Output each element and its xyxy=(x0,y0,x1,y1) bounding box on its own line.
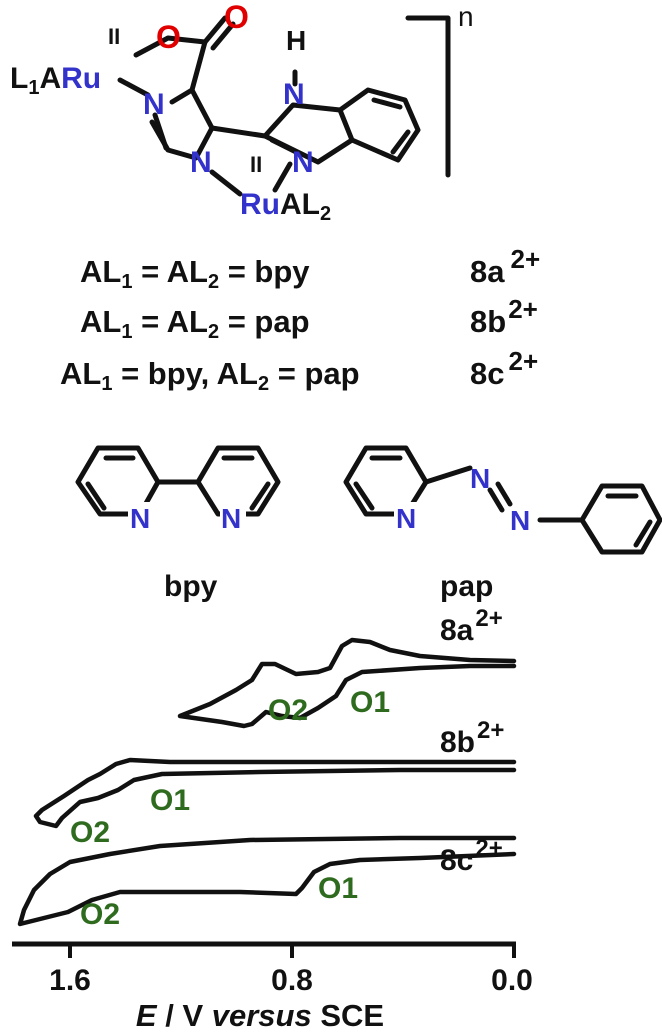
atom-n-1: N xyxy=(143,88,165,121)
bond-c-ring xyxy=(189,39,208,93)
pap-c-n xyxy=(423,465,473,485)
benzene-double-2 xyxy=(390,129,411,155)
charge-bracket xyxy=(405,15,451,178)
bond-ru-o xyxy=(133,35,208,58)
pap-n-pyridine: N xyxy=(396,503,416,534)
trace-8c-peak-o2: O2 xyxy=(80,898,120,931)
bond-n-ru2 xyxy=(209,169,243,197)
trace-8b-peak-o2: O2 xyxy=(70,816,110,849)
atom-n-2: N xyxy=(190,146,212,179)
pap-n-mask xyxy=(394,502,420,532)
bpy-ring-right xyxy=(195,445,281,517)
ru-right-oxidation: II xyxy=(250,152,262,177)
bpy-n-left: N xyxy=(130,503,150,534)
cv-trace-8a xyxy=(177,637,517,729)
benzene-double-1 xyxy=(371,97,403,110)
atom-o-left: O xyxy=(156,19,181,55)
trace-8b-label: 8b2+ xyxy=(440,717,504,759)
trace-8a-peak-o2: O2 xyxy=(268,694,308,727)
assignment-2-formula: AL1 = AL2 = pap xyxy=(80,304,310,343)
assignment-1-formula: AL1 = AL2 = bpy xyxy=(80,254,310,293)
atom-o-right: O xyxy=(224,0,249,35)
cv-trace-8c xyxy=(17,835,517,927)
bond-link xyxy=(209,125,268,139)
trace-8b-peak-o1: O1 xyxy=(150,784,190,817)
bpy-right-double-2 xyxy=(249,481,271,511)
atom-n-3: N xyxy=(283,78,305,111)
axis-title: E / V versus SCE xyxy=(136,998,384,1033)
pap-phenyl xyxy=(579,483,662,555)
trace-8c-label: 8c2+ xyxy=(440,835,503,877)
ru-left-label: L1ARu xyxy=(10,62,101,99)
tick-label-1-6: 1.6 xyxy=(49,964,91,997)
tick-label-0-0: 0.0 xyxy=(491,964,533,997)
bpy-label: bpy xyxy=(164,570,218,603)
bpy-left-double-2 xyxy=(85,481,107,511)
bond-c-o-double-a xyxy=(202,15,228,45)
trace-8a-peak-o1: O1 xyxy=(350,686,390,719)
bond-c-n-double xyxy=(269,137,299,155)
assignment-2-compound: 8b2+ xyxy=(470,294,538,339)
ligand-pap xyxy=(343,445,662,555)
benzimidazole-five xyxy=(262,102,355,165)
benzene-ring xyxy=(337,87,421,163)
atom-h: H xyxy=(286,25,306,56)
bpy-n-mask-1 xyxy=(128,502,154,532)
pap-ph-double-2 xyxy=(633,519,653,548)
bpy-n-right: N xyxy=(221,503,241,534)
ru-right-label: RuAL2 xyxy=(240,188,331,225)
pap-n-azo-2: N xyxy=(510,505,530,536)
pap-label: pap xyxy=(440,570,493,603)
cv-trace-8b xyxy=(33,757,517,829)
bpy-n-mask-2 xyxy=(220,502,246,532)
pap-pyr-double-2 xyxy=(353,481,375,511)
bond-ch-n xyxy=(152,112,169,151)
assignment-3-formula: AL1 = bpy, AL2 = pap xyxy=(60,356,360,395)
ru-left-oxidation: II xyxy=(108,24,120,49)
trace-8a-label: 8a2+ xyxy=(440,605,503,647)
bond-ru-n xyxy=(117,77,151,98)
bond-n-ru2-b xyxy=(272,161,293,193)
complex-structure xyxy=(117,15,451,197)
trace-8c-peak-o1: O1 xyxy=(318,872,358,905)
pap-n-n-double xyxy=(487,487,505,513)
ligand-bpy xyxy=(75,445,281,517)
pap-n-azo-1: N xyxy=(470,463,490,494)
potential-axis xyxy=(12,941,516,958)
bond-c-o-double-b xyxy=(210,21,236,51)
tick-label-0-8: 0.8 xyxy=(271,964,313,997)
charge-n: n xyxy=(458,1,474,32)
atom-n-4: N xyxy=(292,146,314,179)
pap-n-n xyxy=(495,481,513,507)
